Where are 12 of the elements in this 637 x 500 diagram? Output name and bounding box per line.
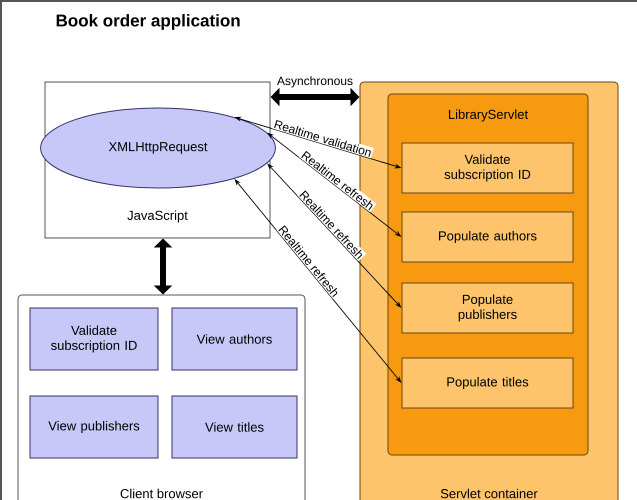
servlet-task-box: Validate subscription ID <box>402 142 574 194</box>
servlet-task-box: Populate authors <box>402 212 574 262</box>
servlet-task-box: Populate publishers <box>402 282 574 334</box>
function-box: View authors <box>172 307 298 370</box>
function-box: View titles <box>172 395 298 458</box>
function-box: Validate subscription ID <box>30 307 158 370</box>
servlet-task-box: Populate titles <box>402 358 574 408</box>
arrow <box>270 88 360 106</box>
diagram-title: Book order application <box>56 14 240 30</box>
edge-label: Asynchronous <box>277 76 353 88</box>
function-box: View publishers <box>30 395 158 458</box>
arrow <box>154 238 172 294</box>
